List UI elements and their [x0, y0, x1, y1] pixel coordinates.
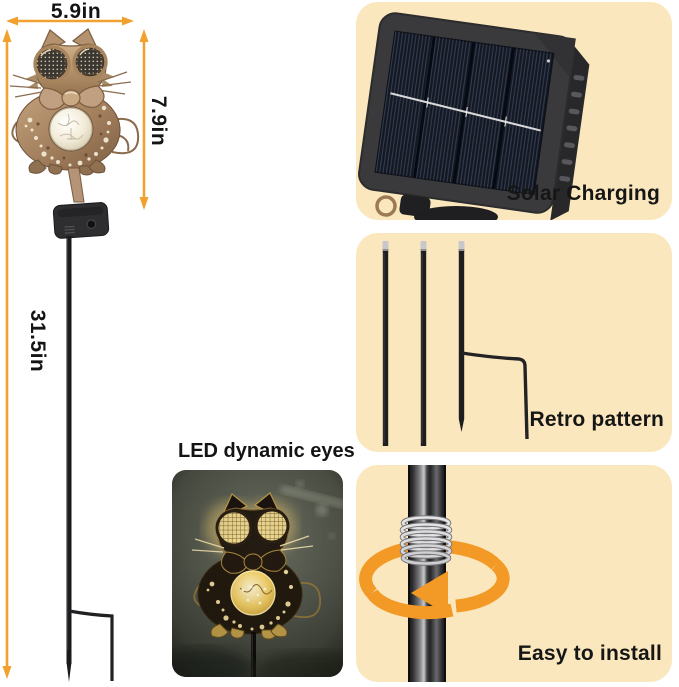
- owl-lamp-photo: [9, 28, 140, 203]
- feature-panel-install: Easy to install: [356, 465, 672, 682]
- width-measure-arrow-icon: [6, 16, 134, 26]
- pole-rotation-photo: [359, 465, 510, 682]
- feature-label-retro: Retro pattern: [529, 408, 664, 431]
- solar-panel-photo: [358, 12, 590, 220]
- metal-pole: [408, 465, 446, 682]
- owl-eye-left: [33, 45, 71, 83]
- lamp-height-dimension-label: 7.9in: [147, 95, 170, 147]
- night-vignette: [172, 470, 343, 677]
- spring-coil: [399, 515, 453, 566]
- owl-ring-perforations: [24, 105, 111, 167]
- ground-stakes-photo: [382, 241, 529, 446]
- battery-box: [52, 202, 110, 239]
- ground-stake: [66, 236, 114, 682]
- battery-box-vents: [64, 225, 75, 234]
- owl-ring-shadow-specks: [36, 114, 103, 160]
- stake-rod-3-with-fork: [458, 241, 529, 440]
- feature-panel-retro: Retro pattern: [356, 233, 672, 452]
- width-dimension-label: 5.9in: [50, 0, 102, 23]
- owl-bow: [38, 85, 105, 110]
- owl-fur-tufts: [25, 72, 115, 89]
- solar-housing-vents: [559, 74, 585, 182]
- solar-hook-ring: [375, 195, 397, 217]
- dimension-figure: 5.9in 7.9in 31.5in: [2, 0, 170, 682]
- stake-height-measure-arrow-icon: [2, 29, 12, 679]
- feature-panel-solar: Solar Charging: [356, 2, 672, 220]
- solar-mount: [414, 206, 498, 220]
- glowing-owl-night-photo: [172, 470, 343, 677]
- solar-wire: [390, 92, 541, 132]
- stake-rod-2: [420, 241, 427, 446]
- feature-label-install: Easy to install: [517, 642, 662, 665]
- feature-label-solar: Solar Charging: [506, 182, 660, 205]
- solar-housing-bevel: [534, 32, 576, 79]
- stake-tip: [66, 662, 72, 682]
- led-feature-label: LED dynamic eyes: [178, 440, 355, 462]
- globe-crackle-lines: [57, 113, 84, 140]
- owl-eye-right: [72, 44, 108, 80]
- lamp-figure-illustration: [2, 16, 149, 682]
- stake-support-fork: [68, 609, 114, 681]
- stake-rod-1: [382, 241, 389, 446]
- solar-cell-separators: [412, 36, 515, 189]
- lamp-height-measure-arrow-icon: [139, 29, 149, 210]
- owl-stem: [67, 167, 85, 203]
- rotate-arrow-icon: [366, 560, 510, 620]
- stake-height-dimension-label: 31.5in: [26, 309, 49, 373]
